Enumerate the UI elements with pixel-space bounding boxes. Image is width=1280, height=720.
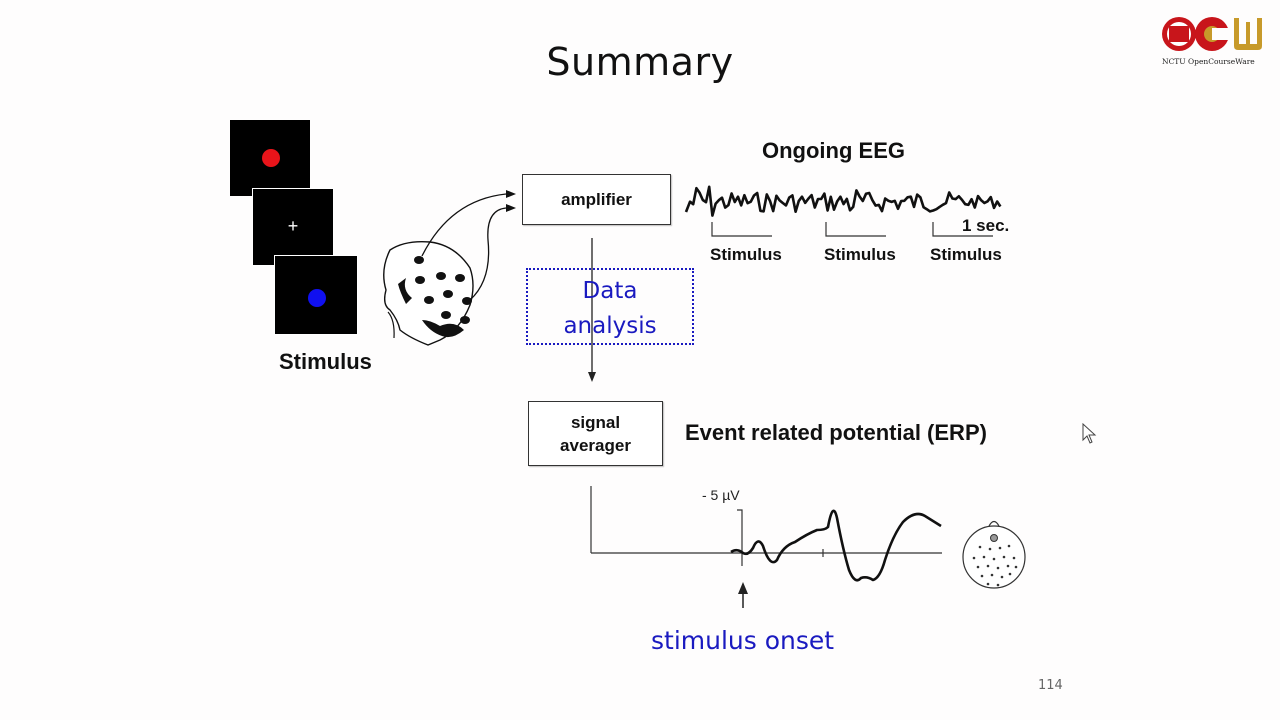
stimulus-panel-fixation: + [252,188,334,266]
electrode-dot [1014,565,1018,569]
electrode-dot [972,556,976,560]
eeg-waveform [684,185,1002,217]
time-scale-bar [932,222,993,237]
signal-averager-box: signal averager [528,401,663,466]
fixation-cross-icon: + [287,216,299,236]
head-electrodes-icon [383,190,516,346]
signal-averager-line2: averager [560,435,631,455]
electrode-wire [469,207,507,301]
electrode-dot [988,547,992,551]
erp-title: Event related potential (ERP) [685,420,987,445]
red-dot-icon [262,149,280,167]
slide-title: Summary [546,40,734,84]
ocw-logo: NCTU OpenCourseWare [1160,12,1270,70]
stimulus-marker [711,222,772,237]
amplitude-scale-bar [737,509,743,566]
electrode-dot [1000,575,1004,579]
electrode-dot [982,555,986,559]
electrode-dot [996,566,1000,570]
amplitude-label: - 5 µV [702,487,740,503]
flow-arrow-down-icon [588,238,596,382]
electrode-dot [976,565,980,569]
eeg-trace [684,185,1002,237]
electrode-dot [978,545,982,549]
eeg-scale-label: 1 sec. [962,216,1010,235]
amplifier-label: amplifier [561,189,632,209]
ocw-letters-icon [1195,17,1262,51]
electrode-wire [421,193,507,257]
blue-dot-icon [308,289,326,307]
electrode-dot [990,573,994,577]
amplifier-box: amplifier [522,174,671,225]
eeg-stimulus-label: Stimulus [930,245,1002,264]
electrode-dot [986,564,990,568]
electrode-dot [986,582,990,586]
data-analysis-line2: analysis [563,313,657,339]
signal-averager-line1: signal [570,412,621,432]
electrode-dot [1007,544,1011,548]
electrode-dot [1008,572,1012,576]
eeg-stimulus-label: Stimulus [710,245,782,264]
data-analysis-line1: Data [582,278,638,304]
scalp-electrode-map-icon [962,520,1026,589]
stimulus-marker [825,222,886,237]
electrode-dot [992,557,996,561]
mouse-cursor-icon [1082,423,1097,444]
stimulus-panel-blue [274,255,358,335]
page-number: 114 [1038,678,1063,693]
eeg-title: Ongoing EEG [762,138,905,163]
electrode-dot [998,546,1002,550]
electrode-dot [1002,555,1006,559]
erp-waveform [730,509,942,582]
stimulus-label: Stimulus [279,349,372,374]
data-analysis-box: Data analysis [526,268,694,345]
ncku-seal-icon [1162,17,1196,51]
electrode-dot [1006,564,1010,568]
stimulus-panel-red [230,120,310,196]
electrode-dot [980,574,984,578]
electrode-dot [996,583,1000,587]
onset-arrow-icon [738,582,748,594]
eeg-stimulus-label: Stimulus [824,245,896,264]
stimulus-onset-label: stimulus onset [651,626,835,655]
electrode-dot [1012,556,1016,560]
erp-plot [590,486,942,608]
ocw-caption: NCTU OpenCourseWare [1162,57,1255,66]
